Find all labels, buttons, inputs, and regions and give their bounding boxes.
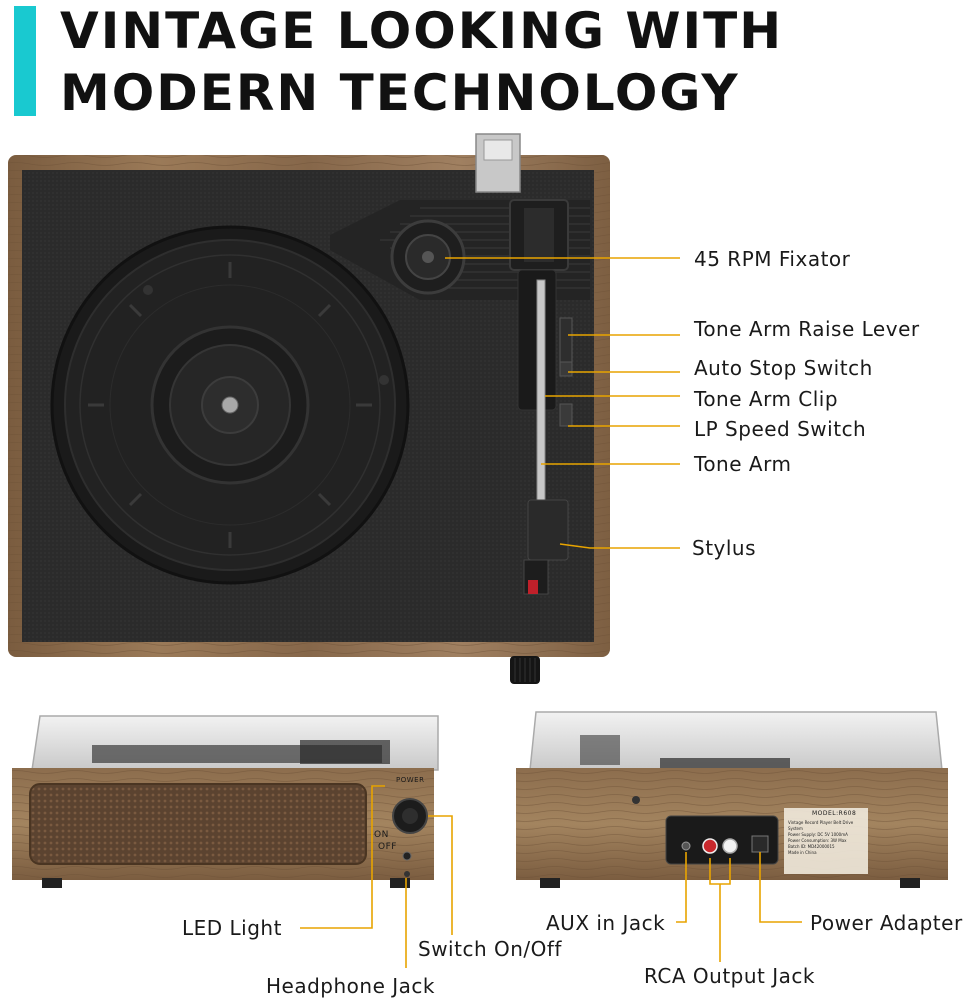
label-rca-output-jack: RCA Output Jack [644,964,815,988]
label-tone-arm-clip: Tone Arm Clip [694,387,839,411]
accent-bar [14,6,36,116]
rear-io-panel [665,815,779,865]
rating-label [784,808,868,874]
aux-in-jack [681,841,691,851]
callout-lines-top [445,257,680,549]
rear-model: MODEL:R608 [812,810,857,817]
label-led-light: LED Light [182,916,282,940]
label-power-adapter: Power Adapter [810,911,963,935]
turntable-top-view [8,133,610,684]
stylus-cartridge [528,580,538,594]
tone-arm [536,279,546,511]
headline: VINTAGE LOOKING WITH MODERN TECHNOLOGY [60,0,783,124]
rca-white-jack [722,838,738,854]
power-input [751,835,769,853]
headshell [527,499,569,561]
turntable-front-view [12,715,439,888]
on-label: ON [374,830,389,840]
label-tone-arm-raise-lever: Tone Arm Raise Lever [694,317,920,341]
headphone-jack [402,851,412,861]
speaker-grille [29,783,367,865]
rca-red-jack [702,838,718,854]
rear-spec-text: Vintage Record Player Belt Drive System … [788,820,854,855]
spindle [221,396,239,414]
label-switch-on-off: Switch On/Off [418,937,562,961]
label-lp-speed-switch: LP Speed Switch [694,417,867,441]
label-auto-stop-switch: Auto Stop Switch [694,356,873,380]
power-label: POWER [396,776,425,784]
led-light [404,871,410,877]
tone-arm-assembly [509,199,573,595]
lid-hinge [475,133,521,193]
label-stylus: Stylus [692,536,757,560]
label-tone-arm: Tone Arm [694,452,792,476]
callout-lines-front [300,785,453,968]
callout-lines-rear [676,852,802,962]
headline-line-2: MODERN TECHNOLOGY [60,64,740,122]
turntable-rear-view [516,711,948,888]
label-45-rpm-fixator: 45 RPM Fixator [694,247,851,271]
label-aux-in-jack: AUX in Jack [546,911,666,935]
off-label: OFF [378,842,397,852]
raise-lever [559,317,573,365]
label-headphone-jack: Headphone Jack [266,974,435,998]
headline-line-1: VINTAGE LOOKING WITH [60,2,784,60]
